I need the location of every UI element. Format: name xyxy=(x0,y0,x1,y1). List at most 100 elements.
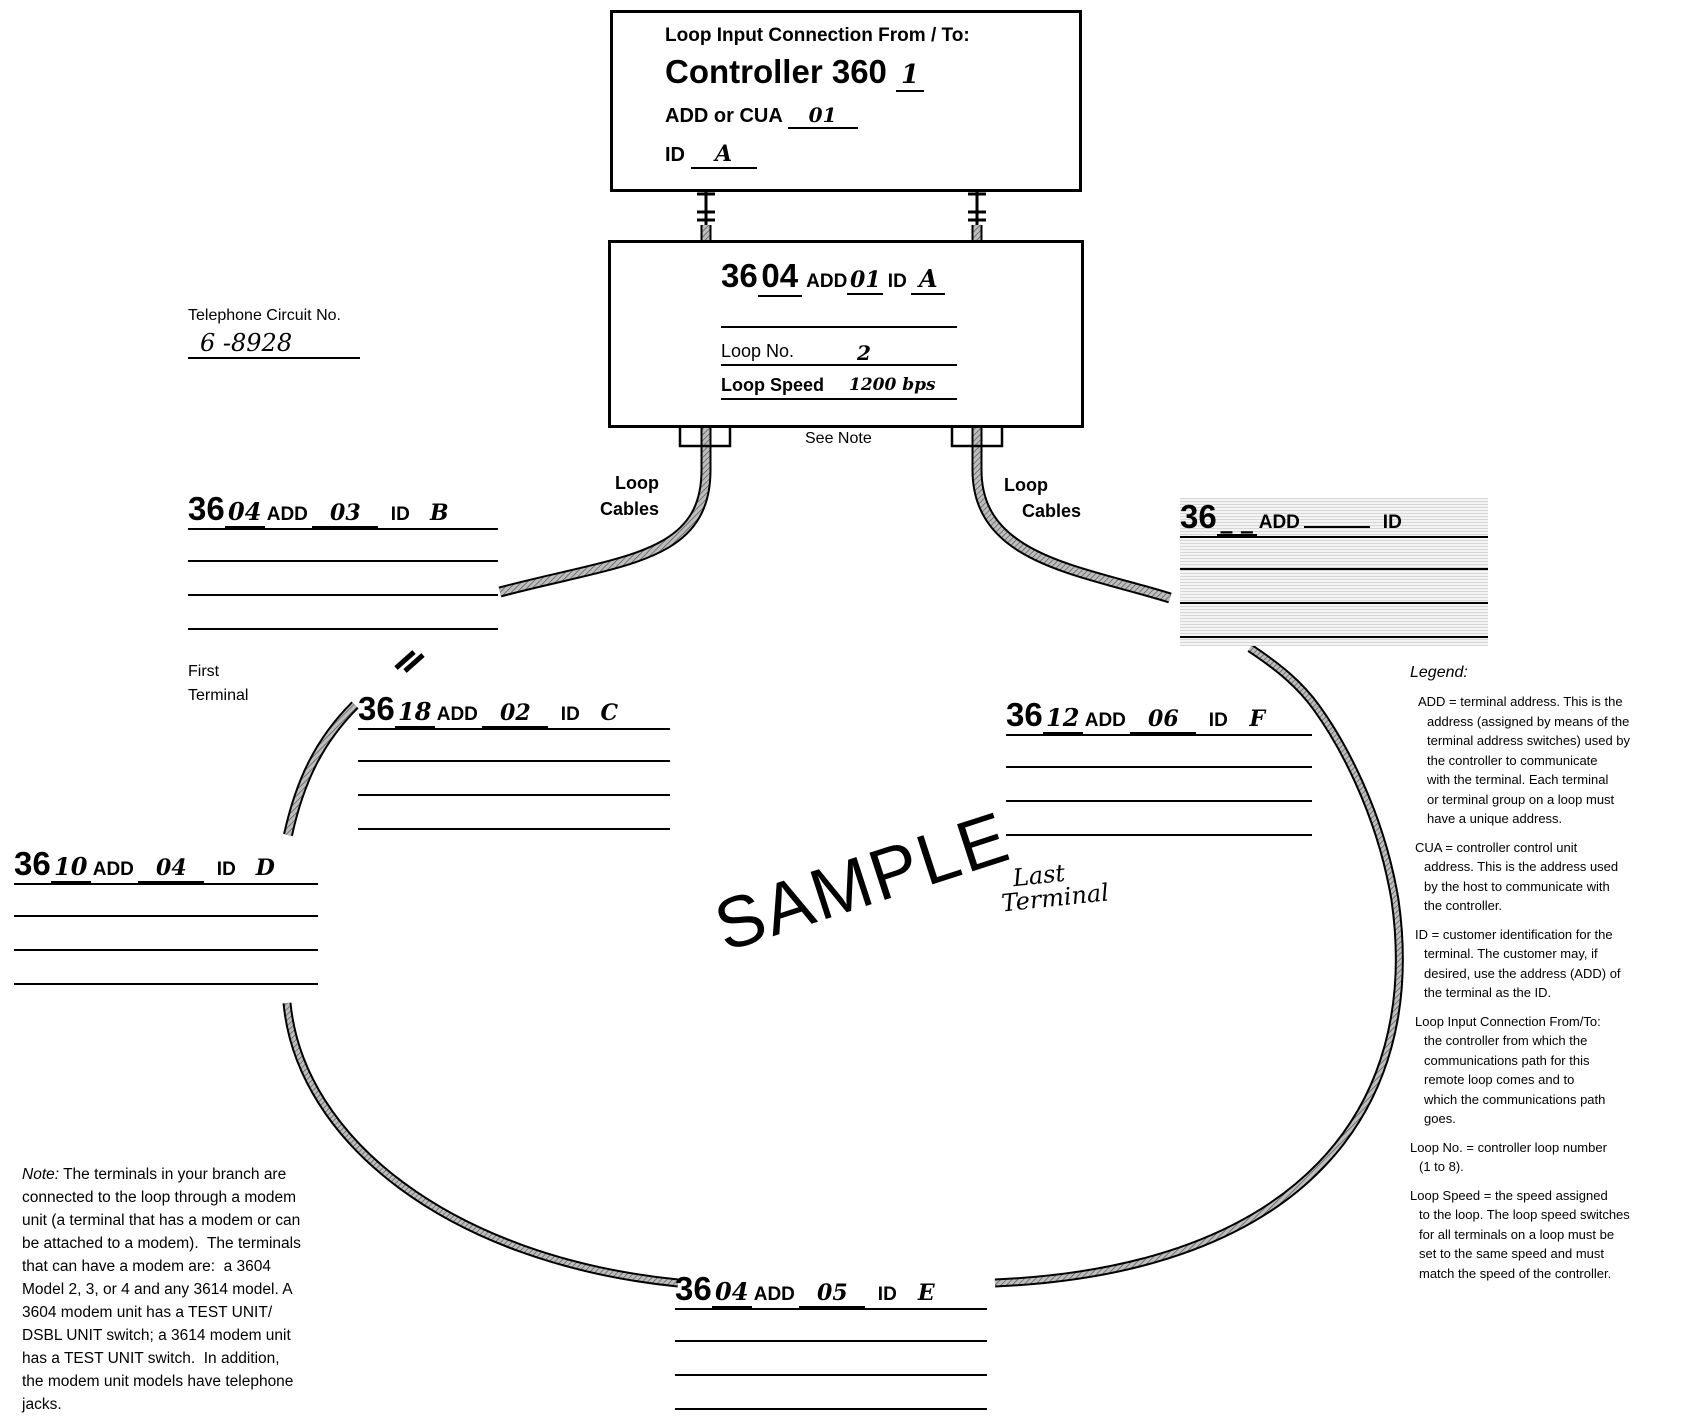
terminal-add-label: ADD xyxy=(92,859,134,880)
terminal-entry-line xyxy=(1180,602,1488,604)
see-note-label: See Note xyxy=(805,430,872,447)
legend-loop-speed: Loop Speed = the speed assigned to the lo… xyxy=(1410,1186,1682,1284)
note-text: connected to the loop through a modem xyxy=(22,1189,297,1206)
terminal-add-label: ADD xyxy=(436,704,478,725)
primary-prefix: 36 xyxy=(721,257,758,294)
controller-id-label: ID xyxy=(665,144,685,166)
terminal-id-label: ID xyxy=(216,859,236,880)
terminal-id-label: ID xyxy=(560,704,580,725)
legend-line: CUA = controller control unit xyxy=(1415,839,1578,855)
terminal-card-blank: 36_ _ADD ID xyxy=(1180,498,1488,648)
terminal-entry-line xyxy=(14,915,318,917)
note-text: Model 2, 3, or 4 and any 3614 model. A xyxy=(22,1281,293,1298)
legend-line: the controller. xyxy=(1424,898,1503,913)
legend-line: or terminal group on a loop must xyxy=(1427,791,1615,807)
terminal-entry-line xyxy=(188,594,498,596)
primary-id-value: A xyxy=(911,264,946,295)
note-text: DSBL UNIT switch; a 3614 modem unit xyxy=(22,1327,291,1344)
legend-line: to the loop. The loop speed switches xyxy=(1419,1207,1630,1222)
controller-id-line: ID A xyxy=(665,141,757,169)
note-line: the modem unit models have telephone xyxy=(22,1370,362,1393)
terminal-prefix: 36 xyxy=(188,490,225,527)
terminal-id-label: ID xyxy=(1382,512,1402,533)
terminal-entry-line xyxy=(675,1374,987,1376)
terminal-entry-line xyxy=(675,1340,987,1342)
primary-add-value: 01 xyxy=(847,267,884,295)
note-text: be attached to a modem). The terminals xyxy=(22,1235,301,1252)
terminal-entry-line xyxy=(188,628,498,630)
terminal-add-value: 05 xyxy=(799,1280,866,1308)
note-line: unit (a terminal that has a modem or can xyxy=(22,1209,362,1232)
legend-line: the terminal as the ID. xyxy=(1424,985,1552,1000)
terminal-add-label: ADD xyxy=(1258,512,1300,533)
note-line: Note: The terminals in your branch are xyxy=(22,1163,362,1186)
legend-line: address. This is the address used xyxy=(1424,859,1619,874)
terminal-entry-line xyxy=(1180,568,1488,570)
add-cua-line: ADD or CUA 01 xyxy=(665,103,858,129)
terminal-id-label: ID xyxy=(877,1284,897,1305)
terminal-add-value xyxy=(1304,526,1371,528)
legend-line: Loop Speed = the speed assigned xyxy=(1410,1187,1608,1203)
controller-heading: Loop Input Connection From / To: xyxy=(665,25,970,46)
terminal-id-value: B xyxy=(429,500,449,526)
legend-line: terminal. The customer may, if xyxy=(1424,946,1598,961)
add-cua-label: ADD or CUA xyxy=(665,105,783,127)
legend-line: Loop No. = controller loop number xyxy=(1410,1139,1607,1155)
note-text: jacks. xyxy=(22,1396,62,1413)
legend-line: the controller from which the xyxy=(1424,1033,1588,1048)
legend-line: Loop Input Connection From/To: xyxy=(1415,1013,1601,1029)
terminal-id-label: ID xyxy=(390,504,410,525)
note-line: DSBL UNIT switch; a 3614 modem unit xyxy=(22,1324,362,1347)
controller-label: Controller 360 xyxy=(665,53,887,90)
terminal-prefix: 36 xyxy=(675,1270,712,1307)
note-line: 3604 modem unit has a TEST UNIT/ xyxy=(22,1301,362,1324)
legend-line: goes. xyxy=(1424,1111,1456,1126)
terminal-model: 10 xyxy=(50,852,91,883)
controller-value: 1 xyxy=(896,60,925,92)
terminal-model: _ _ xyxy=(1216,505,1257,536)
note-line: Model 2, 3, or 4 and any 3614 model. A xyxy=(22,1278,362,1301)
terminal-entry-line xyxy=(1006,800,1312,802)
note-text: has a TEST UNIT switch. In addition, xyxy=(22,1350,280,1367)
terminal-entry-line xyxy=(14,983,318,985)
terminal-id-value: F xyxy=(1249,706,1266,732)
note-line: connected to the loop through a modem xyxy=(22,1186,362,1209)
terminal-entry-line xyxy=(1180,636,1488,638)
primary-model: 04 xyxy=(757,257,802,297)
terminal-add-label: ADD xyxy=(266,504,308,525)
loop-speed-value: 1200 bps xyxy=(849,375,936,395)
legend-line: for all terminals on a loop must be xyxy=(1419,1226,1615,1242)
terminal-entry-line xyxy=(675,1408,987,1410)
primary-id-label: ID xyxy=(887,271,907,292)
loop-no-line: Loop No. 2 xyxy=(721,341,957,366)
legend-line: address (assigned by means of the xyxy=(1427,713,1630,729)
legend-line: remote loop comes and to xyxy=(1424,1072,1575,1087)
note-text: that can have a modem are: a 3604 xyxy=(22,1258,272,1275)
loop-no-label: Loop No. xyxy=(721,341,795,361)
terminal-model: 04 xyxy=(711,1277,752,1308)
note-line: has a TEST UNIT switch. In addition, xyxy=(22,1347,362,1370)
loop-speed-line: Loop Speed 1200 bps xyxy=(721,375,957,400)
terminal-entry-line xyxy=(14,949,318,951)
first-terminal-label: First Terminal xyxy=(188,663,249,704)
terminal-model: 04 xyxy=(224,497,265,528)
legend-line: which the communications path xyxy=(1424,1091,1606,1107)
terminal-id-value: D xyxy=(255,855,275,881)
terminal-model: 12 xyxy=(1042,703,1083,734)
note-line: that can have a modem are: a 3604 xyxy=(22,1255,362,1278)
note-line: be attached to a modem). The terminals xyxy=(22,1232,362,1255)
legend-line: set to the same speed and must xyxy=(1419,1246,1604,1261)
legend-cua: CUA = controller control unit address. Th… xyxy=(1415,838,1682,916)
telephone-label: Telephone Circuit No. xyxy=(188,307,341,324)
terminal-entry-line xyxy=(1006,834,1312,836)
legend-line: the controller to communicate xyxy=(1427,752,1598,768)
note-label: Note: xyxy=(22,1166,60,1183)
legend-title: Legend: xyxy=(1410,664,1468,681)
